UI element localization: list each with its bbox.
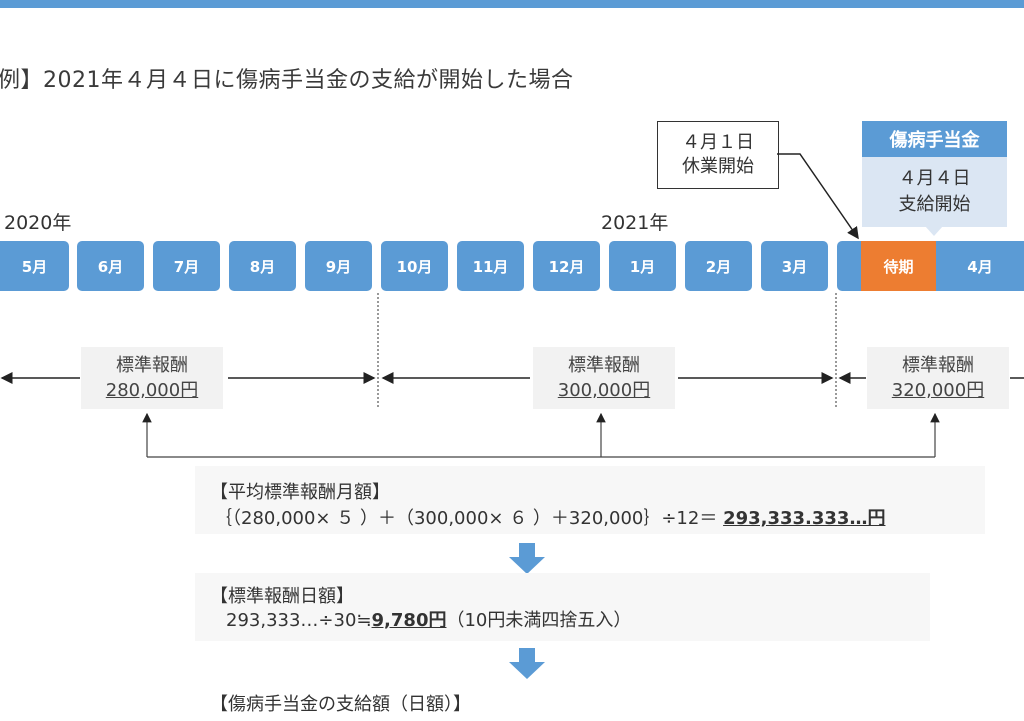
salary-amount: 320,000円 [891,380,985,401]
down-arrow-icon [509,648,545,679]
down-arrow-icon [509,543,545,574]
benefit-text: 支給開始 [898,194,971,215]
salary-box-2021: 標準報酬 300,000円 [533,347,675,409]
april-block: 4月 [936,241,1024,291]
month-block: 2月 [685,241,752,291]
benefit-pointer [925,226,943,236]
callout-pointer-line [777,153,859,240]
waiting-period-block: 待期 [861,241,936,291]
daily-amount-box [195,573,930,641]
leave-start-callout: ４月１日 休業開始 [657,121,779,189]
month-block: 9月 [305,241,372,291]
formula-result: 293,333.333…円 [723,508,886,529]
monthly-average-formula: ｛（280,000× ５ ）＋（300,000× ６ ）＋320,000｝÷12… [214,504,885,530]
daily-note: （10円未満四捨五入） [446,610,632,631]
daily-amount-title: 【標準報酬日額】 [210,586,354,607]
benefit-start-box: ４月４日 支給開始 [862,157,1007,227]
salary-label: 標準報酬 [902,355,974,376]
top-accent-bar [0,0,1024,8]
payment-title: 【傷病手当金の支給額（日額）】 [210,694,471,715]
year-label-2020: 2020年 [4,212,72,234]
salary-box-2020: 標準報酬 280,000円 [81,347,223,409]
month-block: 6月 [77,241,144,291]
daily-result: 9,780円 [371,610,447,631]
month-block: 10月 [381,241,448,291]
page-title: 例】2021年４月４日に傷病手当金の支給が開始した場合 [0,68,574,93]
salary-box-april: 標準報酬 320,000円 [867,347,1009,409]
month-block: 11月 [457,241,524,291]
formula-expression: ｛（280,000× ５ ）＋（300,000× ６ ）＋320,000｝÷12… [214,508,724,529]
salary-label: 標準報酬 [116,355,188,376]
daily-amount-formula: 293,333…÷30≒9,780円（10円未満四捨五入） [226,606,631,632]
callout-date: ４月１日 [682,132,754,153]
april-start-segment [837,241,861,291]
monthly-average-box [195,466,985,534]
monthly-average-title: 【平均標準報酬月額】 [210,482,390,503]
month-block: 7月 [153,241,220,291]
benefit-header: 傷病手当金 [862,121,1007,157]
month-block: 12月 [533,241,600,291]
year-label-2021: 2021年 [601,212,669,234]
daily-expression: 293,333…÷30≒ [226,610,372,631]
salary-amount: 300,000円 [557,380,651,401]
callout-text: 休業開始 [682,156,754,177]
month-block: 1月 [609,241,676,291]
month-block: 8月 [229,241,296,291]
salary-amount: 280,000円 [105,380,199,401]
salary-label: 標準報酬 [568,355,640,376]
benefit-date: ４月４日 [898,168,971,189]
month-block: 3月 [761,241,828,291]
month-block: 5月 [0,241,69,291]
